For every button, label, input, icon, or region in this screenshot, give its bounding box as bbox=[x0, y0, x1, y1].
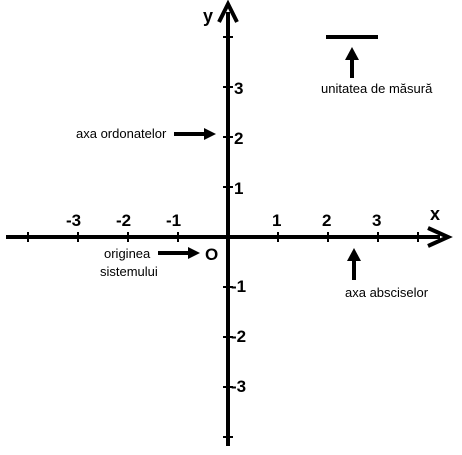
x-tick-label: 2 bbox=[322, 211, 331, 230]
y-axis bbox=[217, 0, 239, 446]
y-tick-label: 1 bbox=[234, 179, 243, 198]
y-tick-label: 3 bbox=[234, 79, 243, 98]
origin-pointer-arrow bbox=[158, 247, 200, 259]
origin-annotation-line1: originea bbox=[104, 246, 151, 261]
origin-annotation-line2: sistemului bbox=[100, 264, 158, 279]
origin-label: O bbox=[205, 245, 218, 264]
y-tick-label: -2 bbox=[231, 327, 246, 346]
abscissa-annotation: axa absciselor bbox=[345, 285, 429, 300]
unit-pointer-arrow bbox=[345, 47, 359, 78]
unit-annotation: unitatea de măsură bbox=[321, 81, 433, 96]
y-tick-label: 2 bbox=[234, 129, 243, 148]
x-tick-marks bbox=[27, 232, 419, 242]
y-tick-label: -1 bbox=[231, 277, 246, 296]
x-tick-label: -3 bbox=[66, 211, 81, 230]
y-tick-marks bbox=[223, 36, 233, 438]
ordinate-pointer-arrow bbox=[174, 128, 216, 140]
x-tick-label: -1 bbox=[166, 211, 181, 230]
abscissa-pointer-arrow bbox=[347, 248, 361, 280]
x-tick-label: 3 bbox=[372, 211, 381, 230]
y-tick-label: -3 bbox=[231, 377, 246, 396]
ordinate-annotation: axa ordonatelor bbox=[76, 126, 167, 141]
y-axis-letter: y bbox=[203, 6, 213, 26]
x-tick-label: 1 bbox=[272, 211, 281, 230]
x-tick-label: -2 bbox=[116, 211, 131, 230]
x-axis-letter: x bbox=[430, 204, 440, 224]
